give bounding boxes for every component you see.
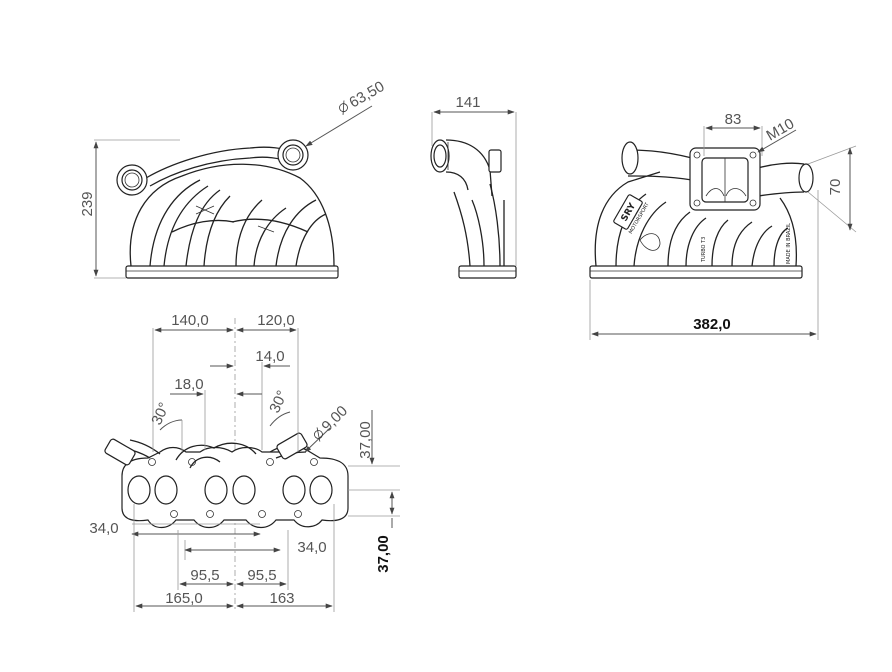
bottom-view: 140,0 120,0 14,0 18,0 30° 30° 9,00 37,00… xyxy=(89,312,400,612)
angle-right: 30° xyxy=(266,388,291,416)
flange-height-dim: 70 xyxy=(827,179,844,196)
dim-120: 120,0 xyxy=(257,312,295,329)
dim-37-upper: 37,00 xyxy=(357,421,374,459)
dim-140: 140,0 xyxy=(171,312,209,329)
hole-diameter-dim: 9,00 xyxy=(318,403,351,436)
side-view: 141 xyxy=(430,94,517,279)
dim-95-right: 95,5 xyxy=(247,567,276,584)
dim-163: 163 xyxy=(269,590,294,607)
front-height-dim: 239 xyxy=(79,191,96,216)
outlet-diameter-dim: 63,50 xyxy=(346,78,387,111)
dim-37-lower: 37,00 xyxy=(375,535,392,573)
front-view: 239 63,50 xyxy=(79,78,387,279)
flange-width-dim: 83 xyxy=(725,111,742,128)
total-length-dim: 382,0 xyxy=(693,316,731,333)
dim-14: 14,0 xyxy=(255,348,284,365)
dim-95-left: 95,5 xyxy=(190,567,219,584)
dim-34-left: 34,0 xyxy=(89,520,118,537)
dim-18: 18,0 xyxy=(174,376,203,393)
dim-165: 165,0 xyxy=(165,590,203,607)
stamp-origin: MADE IN BRAZIL xyxy=(786,223,792,264)
dim-34-right: 34,0 xyxy=(297,539,326,556)
side-width-dim: 141 xyxy=(455,94,480,111)
rear-view: SRY MOTORSPORT TURBO T3 MADE IN BRAZIL 8… xyxy=(589,111,857,340)
thread-dim: M10 xyxy=(764,115,798,144)
stamp-turbo: TURBO T3 xyxy=(701,237,707,263)
